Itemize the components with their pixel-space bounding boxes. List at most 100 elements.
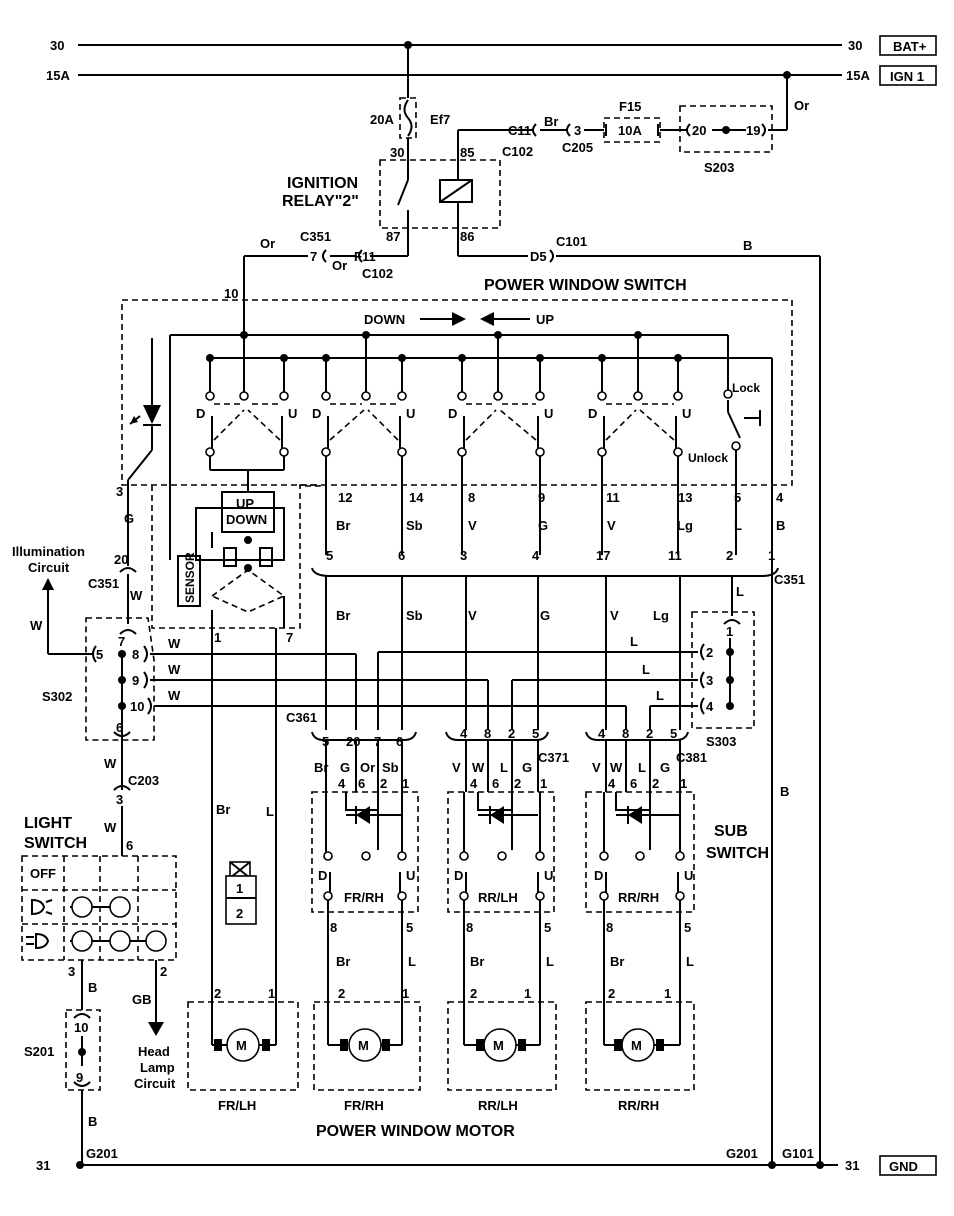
pin-top-4: 11	[606, 490, 620, 505]
m2-pin-2: 2	[470, 986, 477, 1001]
head-lamp-1: Head	[138, 1044, 170, 1059]
rail-31-right: 31	[845, 1158, 859, 1173]
s303-l-4: L	[656, 688, 664, 703]
fr-u: U	[406, 406, 415, 421]
conn-d5: D5	[530, 249, 547, 264]
sub1-name: RR/LH	[478, 890, 518, 905]
c371-pin-3: 5	[532, 726, 539, 741]
c371: C371 4 8 2 5	[445, 726, 569, 765]
sub2-wire-1: W	[610, 760, 623, 775]
auto-module: UP DOWN SENSOR 1 7	[177, 470, 293, 645]
s302-pin-7: 7	[118, 634, 125, 649]
sub-switch-rr-lh: V W L G 4 6 2 1 D U RR/LH 8 5 Br L	[447, 740, 555, 1045]
m0-m: M	[236, 1038, 247, 1053]
pin-bot-2: 3	[460, 548, 467, 563]
m3-m: M	[631, 1038, 642, 1053]
wire-br-top: Br	[544, 114, 558, 129]
sub0-pin-3: 1	[402, 776, 409, 791]
c371-pin-0: 4	[460, 726, 468, 741]
relay-pin-87: 87	[386, 229, 400, 244]
sub1-out-0: 8	[466, 920, 473, 935]
s302-w-top: W	[130, 588, 143, 603]
pws-wire-6: L	[734, 518, 742, 533]
sub0-outw-0: Br	[336, 954, 350, 969]
sub0-wire-0: Br	[314, 760, 328, 775]
illum-label-1: Illumination	[12, 544, 85, 559]
m3-pin-2: 2	[608, 986, 615, 1001]
rl-d: D	[448, 406, 457, 421]
s303-l-2: L	[630, 634, 638, 649]
sub0-outw-1: L	[408, 954, 416, 969]
m0-pin-1: 1	[268, 986, 275, 1001]
switch-front-right: D U	[312, 335, 415, 555]
pin-bot-3: 4	[532, 548, 540, 563]
drv-u: U	[288, 406, 297, 421]
pin-top-2: 8	[468, 490, 475, 505]
sub0-wire-2: Or	[360, 760, 375, 775]
s201-wire-b: B	[88, 1114, 97, 1129]
splice-s203: S203	[704, 160, 734, 175]
motor-fr-rh: 2 1 M FR/RH	[313, 986, 421, 1113]
sub2-out-0: 8	[606, 920, 613, 935]
supply-rails: 30 30 BAT+ 15A 15A IGN 1 31 31 GND	[36, 35, 937, 1176]
sub0-wire-1: G	[340, 760, 350, 775]
ignition-relay: 30 85 87 86 IGNITION RELAY"2"	[282, 145, 501, 244]
c203-w: W	[104, 756, 117, 771]
sub2-d: D	[594, 868, 603, 883]
c381: C381 4 8 2 5	[585, 726, 707, 765]
sub1-wire-2: L	[500, 760, 508, 775]
pws-wire-0: Br	[336, 518, 350, 533]
m1-m: M	[358, 1038, 369, 1053]
sub2-u: U	[684, 868, 693, 883]
s303-l-3: L	[642, 662, 650, 677]
sub2-wire-0: V	[592, 760, 601, 775]
switch-rear-right: D U	[588, 331, 691, 555]
ls-pin-3: 3	[68, 964, 75, 979]
pws-pins-top: 12 14 8 9 11 13 5 4	[338, 490, 784, 505]
pws-wire-2: V	[468, 518, 477, 533]
s201-pin-10: 10	[74, 1020, 88, 1035]
fuse-f15-name: F15	[619, 99, 641, 114]
wire-b-right: B	[780, 784, 789, 799]
bat-box	[879, 35, 937, 56]
conn-c102-top: C102	[502, 144, 533, 159]
switch-driver: D U	[196, 335, 297, 471]
rail-30-right: 30	[848, 38, 862, 53]
s302-c351: C351	[88, 576, 119, 591]
bat-label: BAT+	[893, 39, 927, 54]
drv-wire-l: L	[266, 804, 274, 819]
m0-pin-2: 2	[214, 986, 221, 1001]
pin-top-1: 14	[409, 490, 424, 505]
pws-wire-1: Sb	[406, 518, 423, 533]
m2-name: RR/LH	[478, 1098, 518, 1113]
sub1-d: D	[454, 868, 463, 883]
conn-7-top: 7	[310, 249, 317, 264]
relay-pin-86: 86	[460, 229, 474, 244]
pws-down-label: DOWN	[364, 312, 405, 327]
pws-pins-bottom: 5 6 3 4 17 11 2 1	[326, 548, 775, 563]
pws-wires: Br Sb V G V Lg L B	[336, 518, 785, 533]
illum-label-2: Circuit	[28, 560, 70, 575]
unlock-label: Unlock	[688, 451, 728, 465]
motor-rr-lh: 2 1 M RR/LH	[447, 986, 557, 1113]
drv-wire-br: Br	[216, 802, 230, 817]
c371-label: C371	[538, 750, 569, 765]
pin-bot-4: 17	[596, 548, 610, 563]
pws-pin-3: 3	[116, 484, 123, 499]
c351-connector	[311, 567, 779, 577]
s302-pin-6: 6	[116, 720, 123, 735]
s302-pin-5: 5	[96, 647, 103, 662]
pws-wire-5: Lg	[677, 518, 693, 533]
rail-15a-right: 15A	[846, 68, 870, 83]
pin-top-6: 5	[734, 490, 741, 505]
c381-pin-0: 4	[598, 726, 606, 741]
light-switch-title-1: LIGHT	[24, 815, 72, 832]
fuse-ef7: 20A Ef7	[370, 45, 450, 160]
light-switch: LIGHT SWITCH OFF 3 2 B GB Head Lamp Circ…	[21, 815, 177, 1091]
s303-pin-2: 2	[706, 645, 713, 660]
wire-b-c101: B	[743, 238, 752, 253]
motor-fr-lh: 2 1 M FR/LH	[187, 986, 299, 1113]
pws-wire-g: G	[124, 511, 134, 526]
rr-u: U	[682, 406, 691, 421]
